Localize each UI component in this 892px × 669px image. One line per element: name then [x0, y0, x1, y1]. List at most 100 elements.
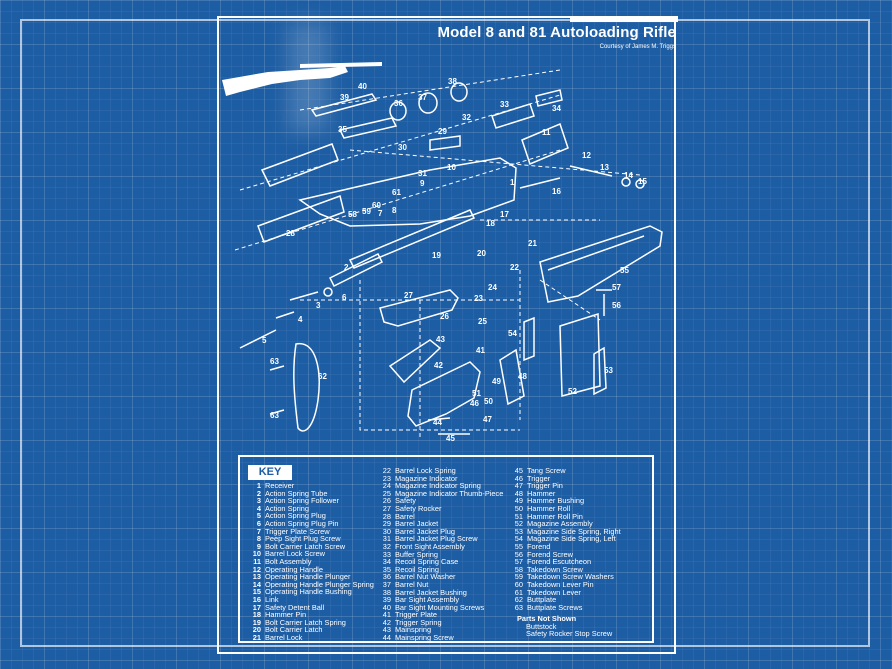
key-part-name: Bolt Carrier Latch Screw [265, 541, 346, 551]
key-part-number: 41 [382, 610, 391, 620]
callout-48: 48 [518, 372, 527, 381]
key-part-number: 13 [252, 572, 261, 582]
key-part-name: Recoil Spring [395, 564, 439, 574]
key-row: 40 Bar Sight Mounting Screws [378, 604, 503, 612]
callout-62: 62 [318, 372, 327, 381]
key-part-name: Hammer Roll [527, 503, 571, 513]
callout-52: 52 [568, 387, 577, 396]
key-part-number: 39 [382, 595, 391, 605]
key-part-name: Trigger Plate Screw [265, 526, 330, 536]
callout-13: 13 [600, 163, 609, 172]
key-part-name: Magazine Indicator Spring [395, 481, 481, 491]
callout-numbers: 1 2 3 4 5 6 7 8 9 10 11 12 13 14 15 16 1… [262, 77, 647, 443]
key-part-number: 25 [382, 488, 391, 498]
callout-19: 19 [432, 251, 441, 260]
key-part-name: Bar Sight Mounting Screws [395, 602, 485, 612]
callout-33: 33 [500, 100, 509, 109]
key-part-name: Bolt Carrier Latch Spring [265, 617, 346, 627]
callout-55: 55 [620, 266, 629, 275]
key-part-name: Forend Screw [527, 549, 574, 559]
key-row: 56 Forend Screw [510, 549, 621, 559]
key-part-number: 21 [252, 632, 261, 642]
key-part-name: Barrel Nut Washer [395, 572, 456, 582]
key-part-number: 52 [514, 519, 523, 529]
callout-20: 20 [477, 249, 486, 258]
callout-27: 27 [404, 291, 413, 300]
callout-38: 38 [448, 77, 457, 86]
callout-3: 3 [316, 301, 321, 310]
callout-47: 47 [483, 415, 492, 424]
barrel-components [260, 82, 645, 189]
callout-57: 57 [612, 283, 621, 292]
key-part-number: 2 [256, 488, 261, 498]
parts-key-box [238, 455, 654, 643]
callout-14: 14 [624, 171, 633, 180]
callout-45: 45 [446, 434, 455, 443]
key-part-name: Magazine Indicator Thumb-Piece [395, 488, 504, 498]
callout-22: 22 [510, 263, 519, 272]
key-part-number: 56 [514, 549, 523, 559]
key-part-number: 61 [514, 587, 523, 597]
key-part-name: Buffer Spring [395, 549, 439, 559]
key-part-name: Bolt Assembly [265, 556, 312, 566]
key-part-number: 22 [382, 466, 391, 475]
receiver-assembly [239, 157, 517, 349]
key-part-number: 58 [514, 564, 523, 574]
callout-15: 15 [638, 177, 647, 186]
rifle-silhouette [222, 62, 382, 96]
callout-35: 35 [338, 125, 347, 134]
key-part-number: 40 [382, 602, 391, 612]
diagram-title: Model 8 and 81 Autoloading Rifle [437, 24, 676, 41]
guide-lines [234, 69, 641, 440]
key-part-name: Operating Handle [265, 564, 323, 574]
key-part-name: Action Spring [265, 503, 309, 513]
key-part-name: Barrel Jacket [395, 519, 439, 529]
key-part-name: Hammer Roll Pin [527, 511, 583, 521]
magazine-assembly [523, 289, 612, 397]
courtesy-credit: Courtesy of James M. Triggs [599, 44, 676, 50]
key-part-name: Bar Sight Assembly [395, 595, 460, 605]
forend [539, 225, 663, 303]
key-part-number: 63 [514, 602, 523, 612]
callout-46: 46 [470, 399, 479, 408]
key-part-name: Trigger [527, 473, 551, 483]
callout-32: 32 [462, 113, 471, 122]
callout-28: 28 [286, 229, 295, 238]
key-row: 19 Bolt Carrier Latch Spring [248, 619, 374, 627]
key-part-name: Takedown Screw [527, 564, 583, 574]
key-title: KEY [248, 465, 292, 480]
key-part-name: Trigger Pin [527, 481, 563, 491]
callout-10: 10 [447, 163, 456, 172]
key-part-name: Hammer Bushing [527, 496, 585, 506]
key-part-name: Forend [527, 541, 551, 551]
callout-2: 2 [344, 263, 349, 272]
key-part-number: 37 [382, 579, 391, 589]
key-part-name: Mainspring [395, 625, 432, 635]
key-part-number: 16 [252, 594, 261, 604]
callout-53: 53 [604, 366, 613, 375]
key-row: 58 Takedown Screw [510, 566, 621, 574]
callout-39: 39 [340, 93, 349, 102]
key-part-name: Barrel Nut [395, 579, 429, 589]
key-part-number: 19 [252, 617, 261, 627]
not-shown-item: Safety Rocker Stop Screw [526, 629, 613, 639]
key-part-name: Takedown Lever [527, 587, 581, 597]
callout-5: 5 [262, 336, 267, 345]
callout-21: 21 [528, 239, 537, 248]
